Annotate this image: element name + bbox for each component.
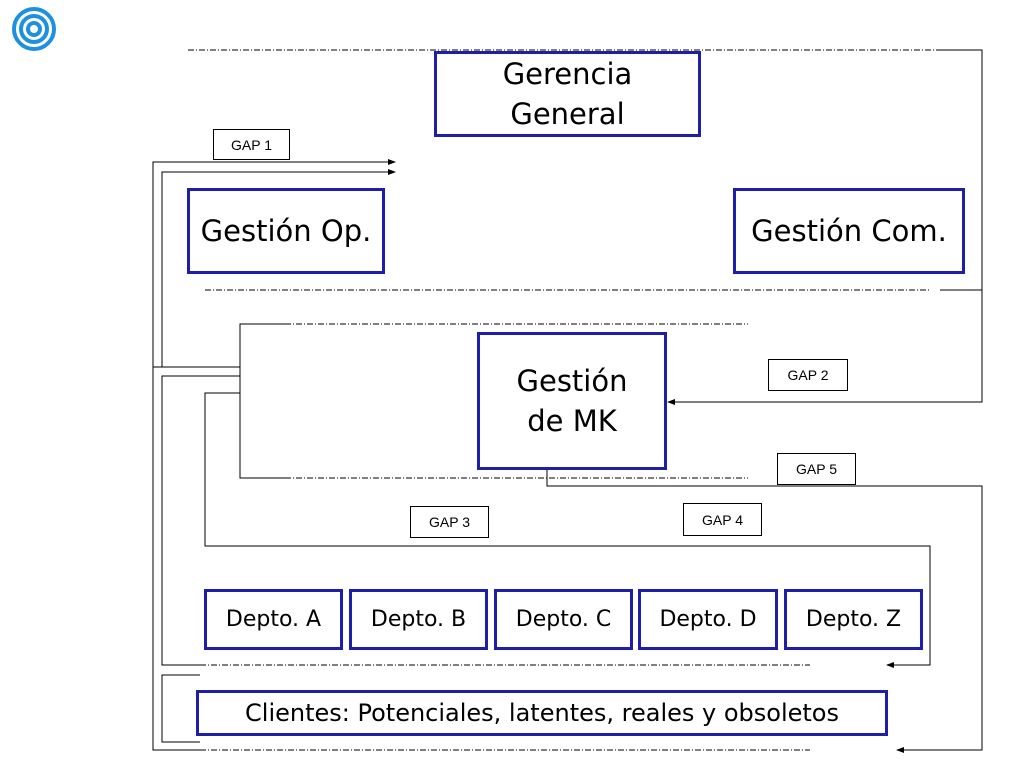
gap-2-label: GAP 2: [768, 359, 848, 391]
depto-d-box: Depto. D: [638, 589, 778, 650]
level-separators: [188, 49, 940, 751]
depto-a-box: Depto. A: [204, 589, 343, 650]
gap-4-label: GAP 4: [683, 503, 762, 536]
depto-c-box: Depto. C: [494, 589, 633, 650]
gestion-com-box: Gestión Com.: [733, 188, 965, 274]
gap-3-label: GAP 3: [410, 506, 489, 538]
depto-b-box: Depto. B: [349, 589, 488, 650]
gap-5-label: GAP 5: [777, 453, 856, 485]
gestion-mk-box: Gestión de MK: [477, 332, 667, 470]
gerencia-general-box: Gerencia General: [434, 51, 701, 137]
depto-z-box: Depto. Z: [784, 589, 923, 650]
gap-1-label: GAP 1: [213, 129, 290, 160]
concentric-circles-logo-icon: [12, 7, 56, 51]
gestion-op-box: Gestión Op.: [187, 188, 385, 274]
clientes-box: Clientes: Potenciales, latentes, reales …: [196, 690, 888, 736]
